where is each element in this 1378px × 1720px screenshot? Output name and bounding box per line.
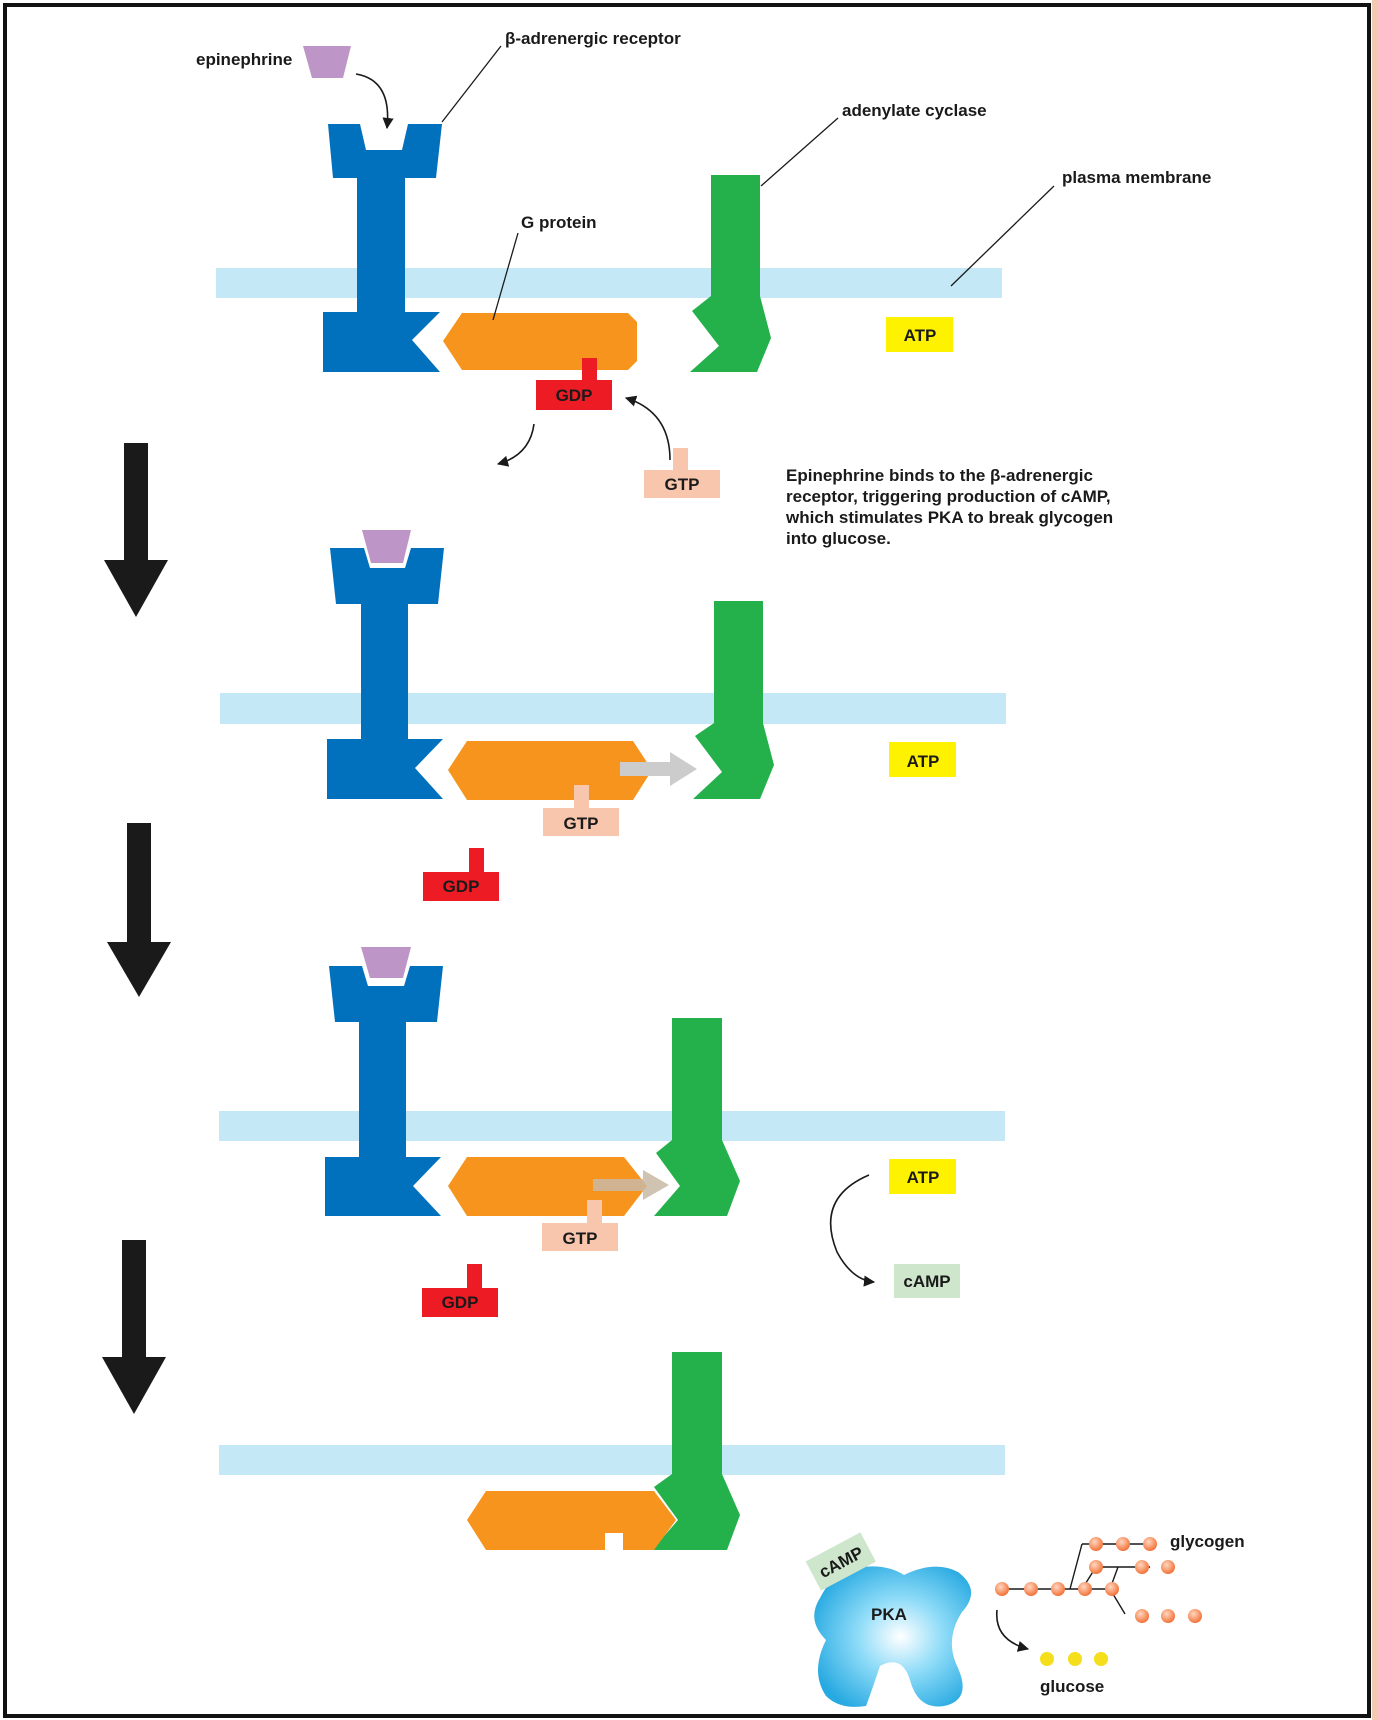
plasma-membrane: [216, 268, 1002, 298]
gtp-stem: [673, 448, 688, 472]
camp-chip: [805, 1532, 876, 1591]
gtp-label: GTP: [563, 1229, 598, 1248]
glucose-residue: [1089, 1560, 1103, 1574]
gdp-chip: [423, 872, 499, 901]
glucose-residue: [1161, 1560, 1175, 1574]
atp-label: ATP: [904, 326, 937, 345]
camp-label: cAMP: [903, 1272, 950, 1291]
panel-2: GTP GDP ATP: [220, 530, 1006, 901]
receptor-leader: [441, 45, 502, 123]
plasma-membrane: [219, 1445, 1005, 1475]
gtp-stem: [574, 785, 589, 809]
glucose-residue: [995, 1582, 1009, 1596]
glucose-residue: [1105, 1582, 1119, 1596]
g-protein: [467, 1491, 676, 1550]
gtp-chip: [542, 1223, 618, 1251]
gtp-label: GTP: [564, 814, 599, 833]
glucose-residue: [1078, 1582, 1092, 1596]
cyclase-leader: [760, 117, 839, 187]
glucose-residue: [1051, 1582, 1065, 1596]
gdp-chip: [536, 380, 612, 410]
glucose-molecule: [1068, 1652, 1082, 1666]
pka-label: PKA: [871, 1605, 907, 1624]
epinephrine-molecule: [361, 947, 411, 978]
plasma-membrane: [220, 693, 1006, 724]
adenylate-cyclase: [654, 1018, 740, 1216]
atp-chip: [889, 1159, 956, 1194]
plasma-membrane-label: plasma membrane: [1062, 168, 1211, 187]
glucose-molecules: [1040, 1652, 1108, 1666]
gtp-label: GTP: [665, 475, 700, 494]
glucose-residue: [1161, 1609, 1175, 1623]
gdp-chip: [422, 1288, 498, 1317]
camp-chip: [894, 1264, 960, 1298]
binding-arrow: [355, 73, 394, 130]
figure-caption: Epinephrine binds to the β-adrenergic re…: [786, 466, 1114, 548]
glucose-label: glucose: [1040, 1677, 1104, 1696]
gdp-stem: [582, 358, 597, 382]
side-strip: [1372, 0, 1378, 1720]
glucose-residue: [1135, 1560, 1149, 1574]
gtp-chip: [543, 808, 619, 836]
gdp-stem: [467, 1264, 482, 1290]
step-arrow-3: [102, 1240, 166, 1414]
adenylate-cyclase: [693, 601, 774, 799]
adenylate-cyclase: [690, 175, 771, 372]
activation-arrow: [593, 1170, 669, 1200]
glycogen-label: glycogen: [1170, 1532, 1245, 1551]
glucose-residue: [1143, 1537, 1157, 1551]
g-protein: [443, 313, 637, 370]
step-arrows: [102, 443, 171, 1414]
adenylate-cyclase-label: adenylate cyclase: [842, 101, 987, 120]
gdp-release-arrow: [496, 423, 535, 467]
glycogen-bonds: [1002, 1543, 1150, 1615]
epinephrine-label: epinephrine: [196, 50, 292, 69]
epinephrine-molecule: [303, 46, 351, 78]
gdp-label: GDP: [443, 877, 480, 896]
glucose-residue: [1024, 1582, 1038, 1596]
g-protein-label: G protein: [521, 213, 597, 232]
panel-3: GTP GDP ATP cAMP: [219, 947, 1005, 1317]
figure-border: [3, 3, 1371, 1718]
gdp-label: GDP: [442, 1293, 479, 1312]
panel-1: GDP GTP ATP epinephrine β-adrenergic rec…: [196, 29, 1211, 498]
adenylate-cyclase: [652, 1352, 740, 1550]
glucose-release-arrow: [996, 1609, 1030, 1652]
gtp-chip: [644, 470, 720, 498]
atp-chip: [889, 742, 956, 777]
gtp-binding-arrow: [624, 395, 671, 461]
gdp-stem: [469, 848, 484, 874]
step-arrow-1: [104, 443, 168, 617]
activation-arrow: [620, 752, 697, 786]
atp-chip: [886, 317, 953, 352]
step-arrow-2: [107, 823, 171, 997]
atp-label: ATP: [907, 752, 940, 771]
membrane-leader: [950, 185, 1055, 287]
gdp-label: GDP: [556, 386, 593, 405]
glucose-residue: [1089, 1537, 1103, 1551]
glucose-residue: [1135, 1609, 1149, 1623]
epinephrine-molecule: [362, 530, 411, 563]
glucose-molecule: [1040, 1652, 1054, 1666]
glycogen-chain: [995, 1537, 1202, 1623]
glucose-residue: [1188, 1609, 1202, 1623]
panel-4: PKA cAMP: [219, 1352, 1245, 1707]
beta-adrenergic-receptor: [325, 966, 443, 1216]
beta-adrenergic-receptor: [327, 548, 444, 799]
beta-adrenergic-receptor: [323, 124, 442, 372]
gtp-stem: [587, 1200, 602, 1224]
glucose-residue: [1116, 1537, 1130, 1551]
g-protein: [448, 741, 652, 800]
pka-enzyme: [814, 1566, 972, 1707]
atp-label: ATP: [907, 1168, 940, 1187]
g-protein-leader: [492, 232, 519, 321]
beta-receptor-label: β-adrenergic receptor: [505, 29, 681, 48]
atp-to-camp-arrow: [829, 1174, 876, 1287]
glucose-molecule: [1094, 1652, 1108, 1666]
plasma-membrane: [219, 1111, 1005, 1141]
